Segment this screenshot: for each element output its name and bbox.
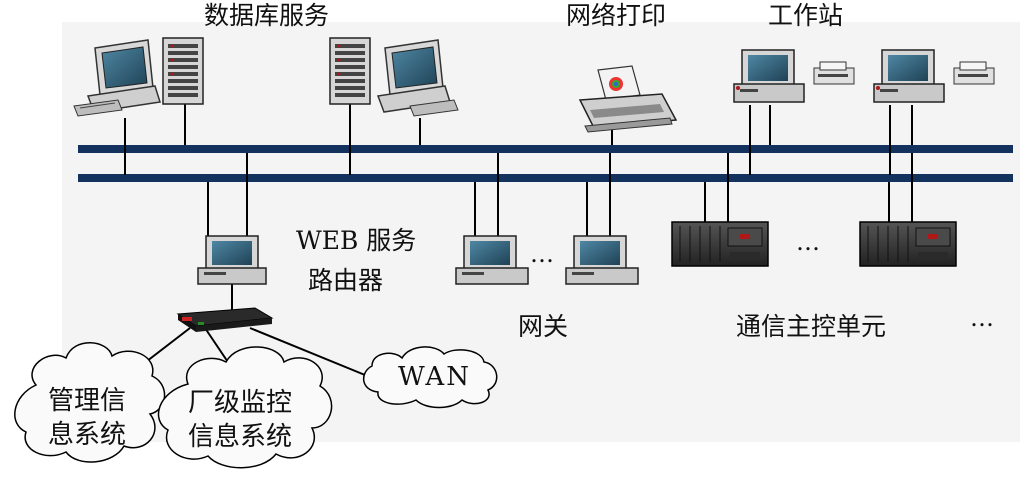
router-device bbox=[176, 307, 274, 332]
label-database-service: 数据库服务 bbox=[204, 1, 330, 30]
label-web-service: WEB 服务 bbox=[296, 226, 417, 255]
connector-lines bbox=[124, 103, 913, 381]
gateway-pc-2 bbox=[565, 235, 639, 285]
gateway-pc-1 bbox=[455, 235, 529, 285]
db-pc-left bbox=[73, 39, 161, 117]
cloud-wan bbox=[363, 346, 498, 409]
cloud-plant-line1: 厂级监控 bbox=[188, 388, 293, 418]
cloud-wan-label: WAN bbox=[398, 362, 471, 392]
control-unit-1 bbox=[671, 221, 769, 267]
web-server-pc bbox=[197, 235, 267, 285]
cloud-mis-line2: 息系统 bbox=[48, 420, 127, 450]
label-workstation: 工作站 bbox=[768, 1, 844, 30]
label-gateway: 网关 bbox=[518, 312, 569, 341]
label-comm-control-unit: 通信主控单元 bbox=[736, 312, 887, 341]
network-bus bbox=[78, 145, 1013, 182]
ellipsis-control-units: … bbox=[796, 228, 821, 256]
db-server-right bbox=[329, 37, 371, 105]
ellipsis-more: … bbox=[970, 304, 995, 332]
db-server-left bbox=[162, 37, 204, 105]
label-network-print: 网络打印 bbox=[566, 1, 667, 30]
workstation-1 bbox=[733, 49, 855, 103]
ellipsis-gateways: … bbox=[530, 240, 555, 268]
cloud-mis-line1: 管理信 bbox=[48, 386, 127, 416]
workstation-2 bbox=[873, 49, 995, 103]
network-printer bbox=[578, 65, 678, 133]
bus-line-top bbox=[78, 145, 1013, 153]
db-pc-right bbox=[376, 39, 459, 117]
bus-line-bottom bbox=[78, 174, 1013, 182]
label-router: 路由器 bbox=[308, 266, 384, 295]
control-unit-2 bbox=[859, 221, 957, 267]
cloud-plant-monitoring bbox=[157, 346, 333, 469]
cloud-plant-line2: 信息系统 bbox=[188, 422, 293, 452]
cloud-mis bbox=[14, 342, 166, 463]
